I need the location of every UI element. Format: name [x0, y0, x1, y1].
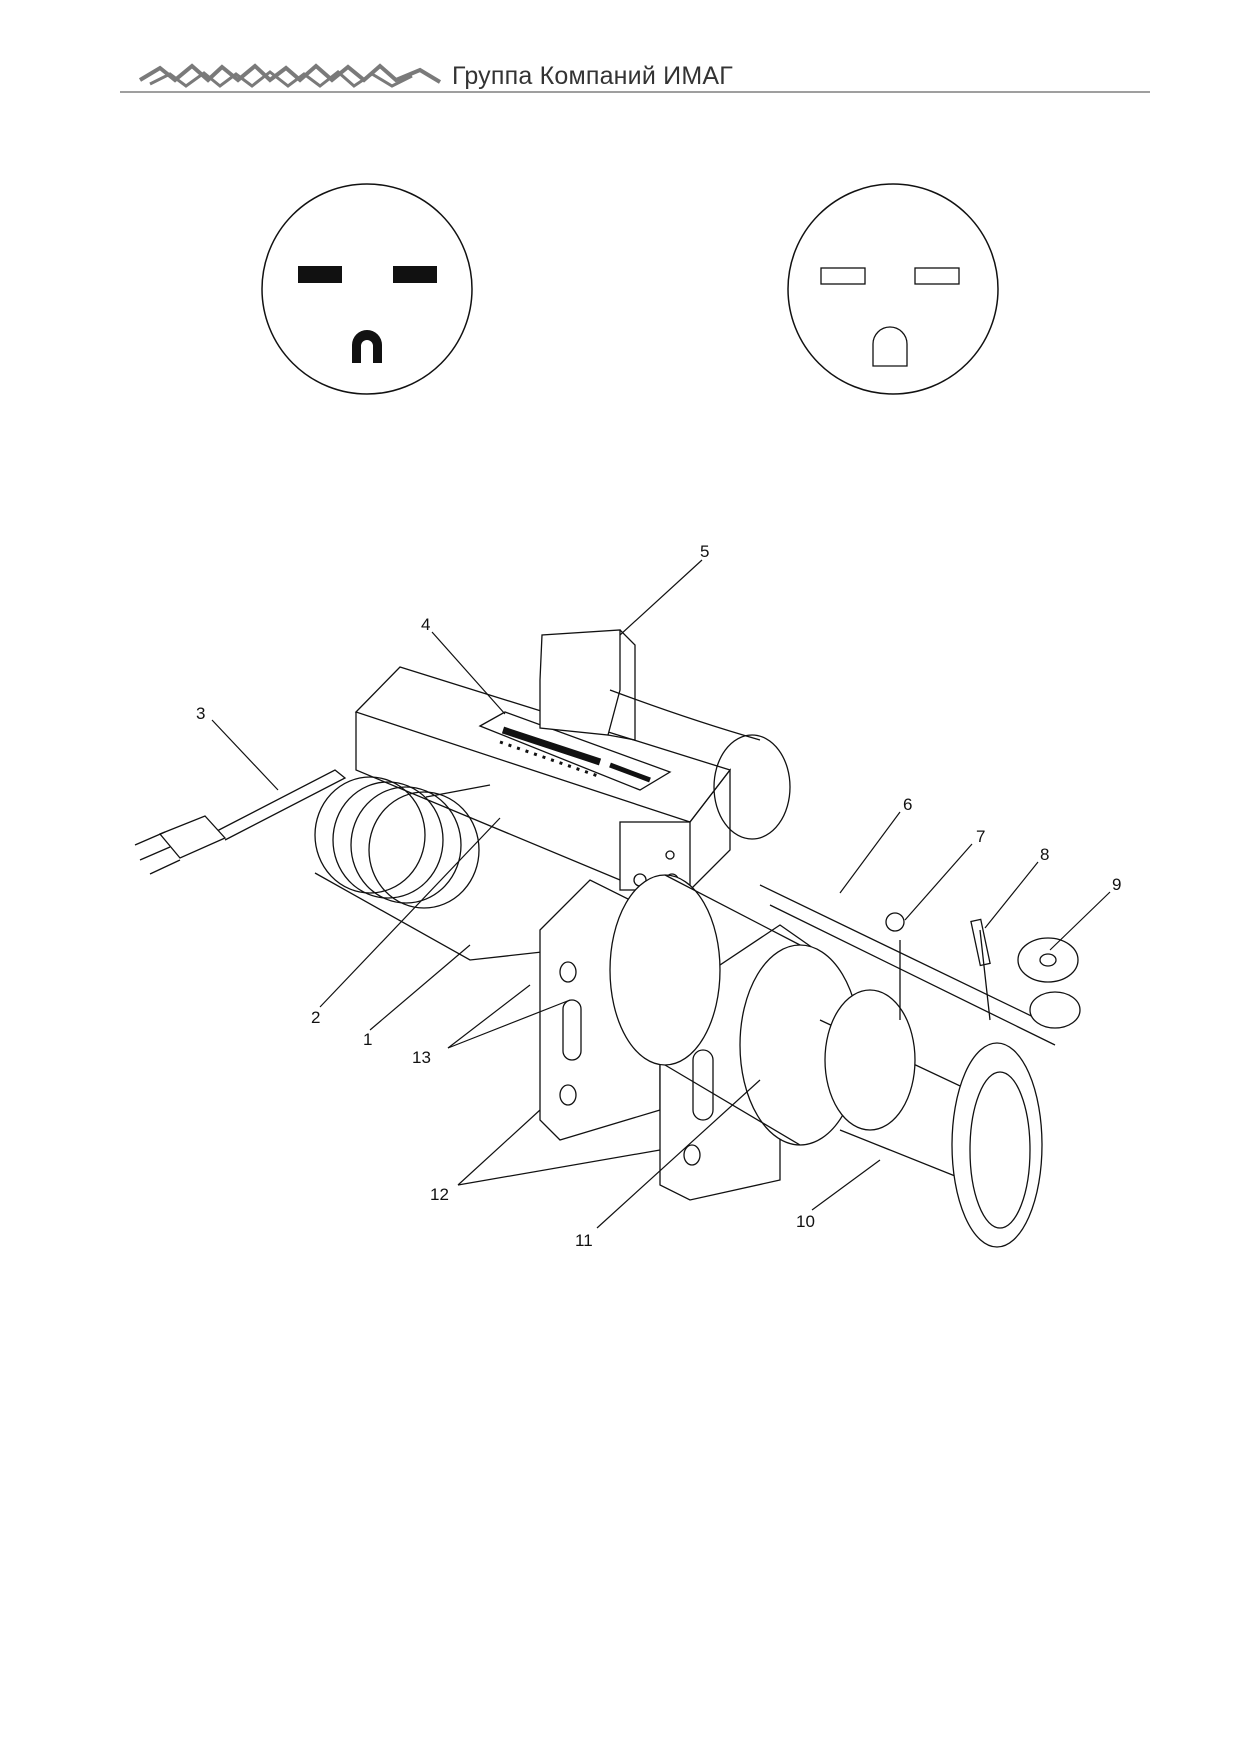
callout-12: 12 [430, 1185, 449, 1204]
label-plate [478, 711, 672, 791]
socket-diagrams [261, 183, 999, 395]
callout-10: 10 [796, 1212, 815, 1231]
callout-5: 5 [700, 542, 710, 561]
callout-9: 9 [1112, 875, 1122, 894]
callout-6: 6 [903, 795, 913, 814]
callout-1: 1 [363, 1030, 373, 1049]
company-logo [120, 63, 1150, 93]
rail-assembly [759, 884, 1081, 1046]
callout-4: 4 [421, 615, 431, 634]
cylinder-body [609, 874, 861, 1146]
callout-2: 2 [311, 1008, 321, 1027]
mount-tab [539, 629, 791, 840]
callout-11: 11 [575, 1231, 593, 1250]
coiled-cable [314, 776, 561, 961]
callout-13: 13 [412, 1048, 431, 1067]
socket-outline [787, 183, 999, 395]
callout-7: 7 [976, 827, 986, 846]
nozzle [819, 989, 1043, 1248]
callout-8: 8 [1040, 845, 1050, 864]
power-cord [134, 769, 347, 875]
company-name: Группа Компаний ИМАГ [452, 62, 733, 90]
socket-filled [261, 183, 473, 395]
callout-3: 3 [196, 704, 206, 723]
